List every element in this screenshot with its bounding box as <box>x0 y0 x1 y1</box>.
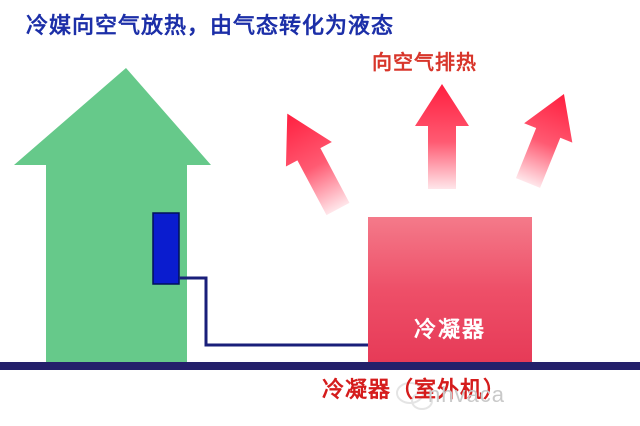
refrigerant-pipe <box>179 276 368 347</box>
upward-arrow-icon <box>285 113 350 216</box>
condenser-label: 冷凝器 <box>413 318 486 343</box>
condenser-caption: 冷凝器（室外机） <box>322 378 507 403</box>
diagram-title: 冷媒向空气放热，由气态转化为液态 <box>26 14 395 39</box>
ground-line <box>0 362 640 370</box>
condenser-box <box>368 217 532 364</box>
house-shape <box>14 68 211 364</box>
heat-release-label: 向空气排热 <box>372 50 477 74</box>
upward-arrow-icon <box>515 93 573 188</box>
wechat-logo-icon <box>396 382 433 410</box>
watermark-text: nhvaca <box>428 382 505 407</box>
heat-arrows <box>285 84 573 216</box>
upward-arrow-icon <box>415 84 469 189</box>
indoor-unit <box>152 212 180 285</box>
